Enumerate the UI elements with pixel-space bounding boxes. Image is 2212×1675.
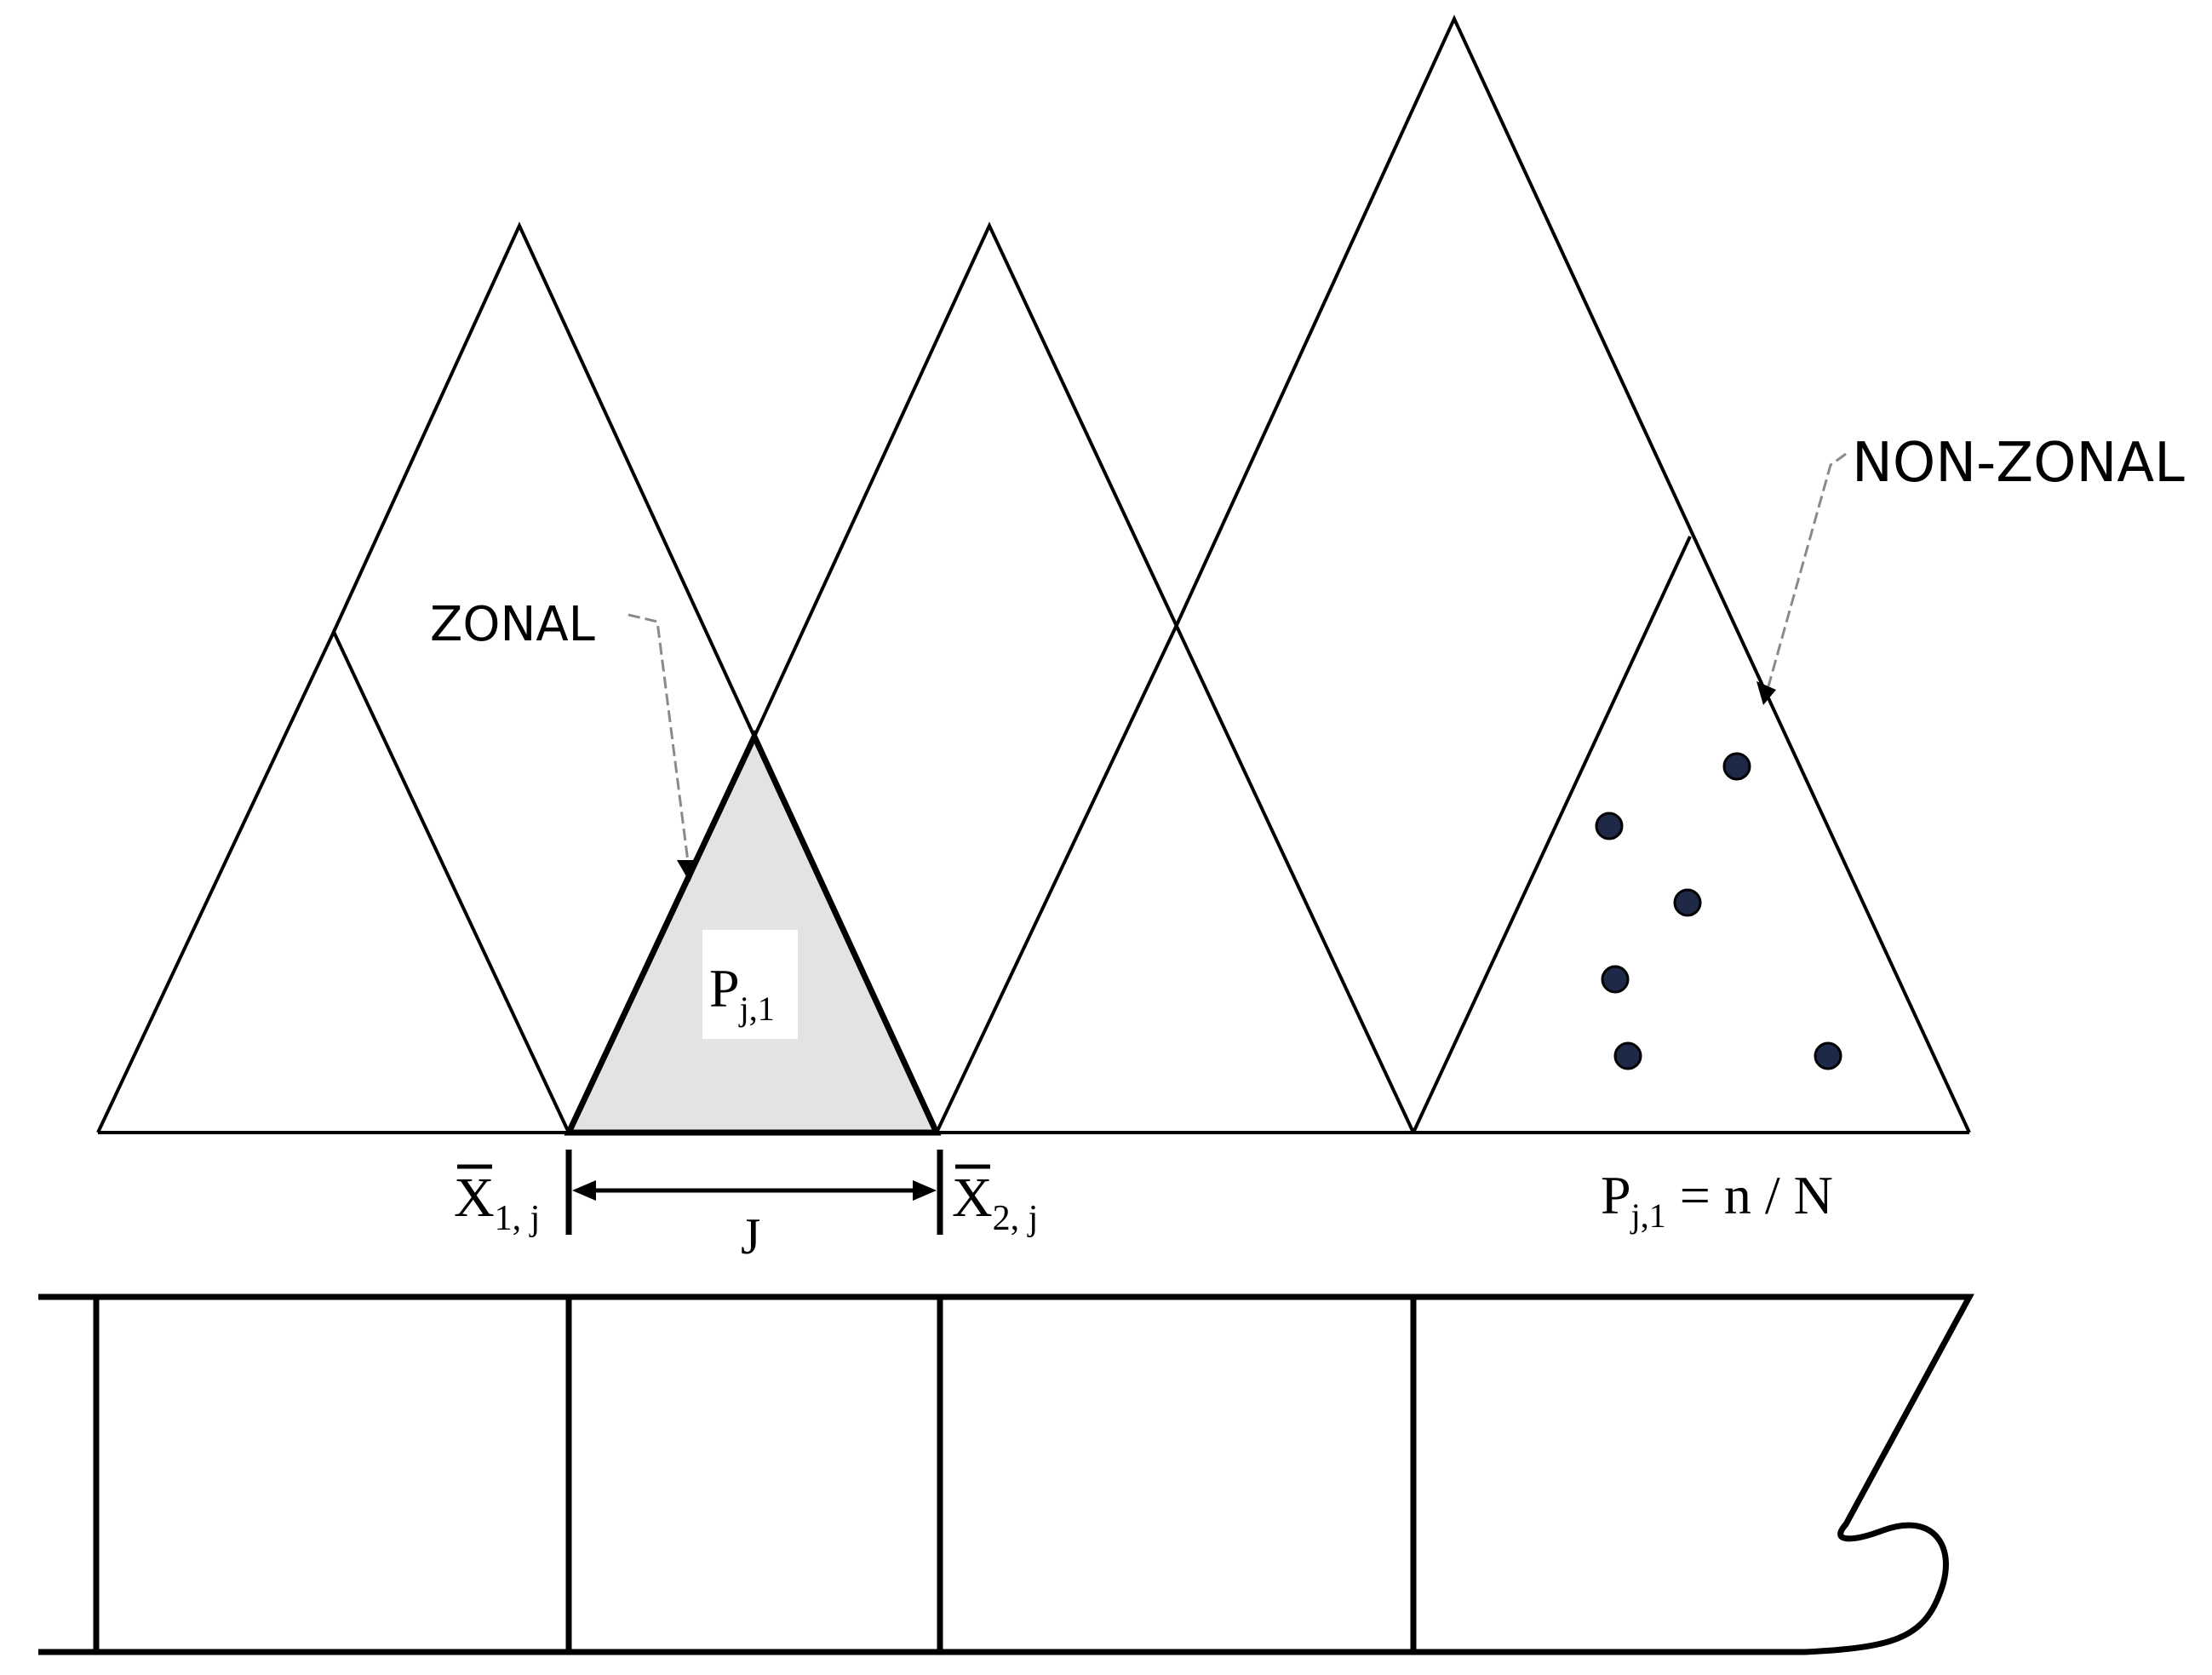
data-point: [1613, 1041, 1642, 1070]
non-zonal-label: NON-ZONAL: [1852, 432, 2185, 495]
ship-hull: [38, 1294, 1974, 1655]
non-zonal-arrowhead: [1756, 681, 1776, 705]
p-label-box: [702, 930, 798, 1039]
dimension-markers: [565, 1150, 943, 1235]
x1-label: X1, j: [454, 1167, 540, 1238]
zonal-label: ZONAL: [430, 597, 595, 652]
data-point: [1673, 888, 1702, 917]
formula-label: Pj,1 = n / N: [1601, 1165, 1833, 1235]
data-point: [1814, 1041, 1842, 1070]
non-zonal-leader: [1767, 452, 1847, 687]
span-label: J: [741, 1208, 760, 1265]
data-point: [1722, 752, 1751, 781]
triangle-network: [96, 14, 1971, 1134]
zonal-leader: [627, 613, 690, 863]
zonal-triangle-outline: [564, 729, 942, 1136]
non-zonal-points: [1595, 752, 1842, 1070]
data-point: [1601, 965, 1630, 994]
x2-label: X2, j: [952, 1167, 1038, 1238]
data-point: [1595, 812, 1624, 840]
zonal-arrowhead: [677, 860, 699, 882]
p-label: Pj,1: [709, 958, 775, 1028]
